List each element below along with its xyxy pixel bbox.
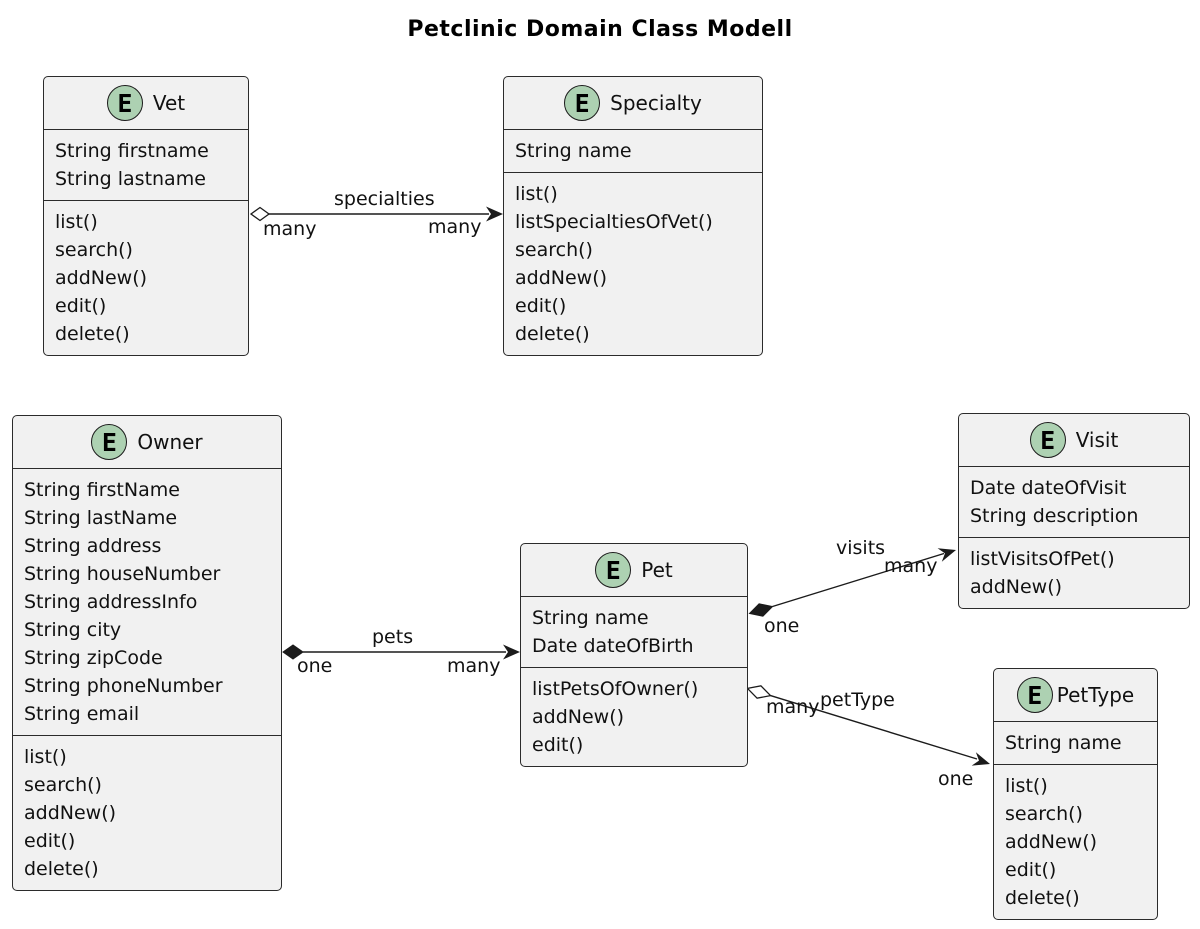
entity-spot-icon: E xyxy=(595,552,632,588)
member-line: addNew() xyxy=(24,802,117,824)
member-line: edit() xyxy=(532,734,584,756)
cardinality-pet-side-visits: one xyxy=(764,615,800,637)
diagram-title: Petclinic Domain Class Modell xyxy=(407,17,793,42)
entity-spot-icon: E xyxy=(91,424,128,460)
member-line: String name xyxy=(532,607,649,629)
methods-section: list() search() addNew() edit() delete() xyxy=(44,200,248,355)
member-line: String city xyxy=(24,619,122,641)
member-line: search() xyxy=(1005,803,1083,825)
member-line: String lastname xyxy=(55,168,206,190)
member-line: String phoneNumber xyxy=(24,675,223,697)
class-name: Specialty xyxy=(610,91,702,115)
arrowhead-icon xyxy=(971,752,990,766)
member-line: String addressInfo xyxy=(24,591,198,613)
member-line: edit() xyxy=(55,295,107,317)
class-name: Pet xyxy=(641,558,673,582)
member-line: delete() xyxy=(515,323,590,345)
class-pettype[interactable]: E PetType String name list() search() addN… xyxy=(993,668,1158,920)
class-header: E Specialty xyxy=(504,77,762,129)
member-line: String address xyxy=(24,535,162,557)
methods-section: listPetsOfOwner() addNew() edit() xyxy=(521,667,747,766)
cardinality-visit-side: many xyxy=(884,555,938,577)
member-line: addNew() xyxy=(532,706,625,728)
member-line: String name xyxy=(1005,732,1122,754)
class-header: E Owner xyxy=(13,416,281,468)
methods-section: list() search() addNew() edit() delete() xyxy=(13,735,281,890)
edge-label-pettype: petType xyxy=(820,689,895,711)
methods-section: listVisitsOfPet() addNew() xyxy=(959,537,1189,608)
member-line: String name xyxy=(515,140,632,162)
member-line: Date dateOfBirth xyxy=(532,635,694,657)
member-line: Date dateOfVisit xyxy=(970,477,1127,499)
member-line: edit() xyxy=(1005,859,1057,881)
member-line: edit() xyxy=(24,830,76,852)
cardinality-specialty-side: many xyxy=(428,216,482,238)
member-line: listSpecialtiesOfVet() xyxy=(515,211,713,233)
member-line: list() xyxy=(515,183,558,205)
class-name: PetType xyxy=(1056,683,1135,707)
member-line: edit() xyxy=(515,295,567,317)
arrowhead-icon xyxy=(503,644,520,660)
member-line: addNew() xyxy=(970,576,1063,598)
cardinality-owner-side: one xyxy=(297,655,333,677)
member-line: delete() xyxy=(55,323,130,345)
class-specialty[interactable]: E Specialty String name list() listSpecia… xyxy=(503,76,763,356)
member-line: delete() xyxy=(24,858,99,880)
member-line: listVisitsOfPet() xyxy=(970,548,1115,570)
member-line: String email xyxy=(24,703,140,725)
class-header: E Vet xyxy=(44,77,248,129)
member-line: String houseNumber xyxy=(24,563,221,585)
member-line: search() xyxy=(55,239,133,261)
cardinality-pet-side-pettype: many xyxy=(766,696,820,718)
class-name: Owner xyxy=(137,430,203,454)
entity-spot-icon: E xyxy=(1029,422,1066,458)
class-name: Visit xyxy=(1075,428,1119,452)
member-line: list() xyxy=(55,211,98,233)
member-line: list() xyxy=(24,746,67,768)
attributes-section: String name xyxy=(994,721,1157,764)
methods-section: list() listSpecialtiesOfVet() search() addN… xyxy=(504,172,762,355)
attributes-section: String name xyxy=(504,129,762,172)
class-name: Vet xyxy=(152,91,186,115)
member-line: listPetsOfOwner() xyxy=(532,678,699,700)
edge-label-specialties: specialties xyxy=(334,188,435,210)
member-line: String lastName xyxy=(24,507,178,529)
entity-spot-icon: E xyxy=(106,85,143,121)
edge-label-pets: pets xyxy=(372,626,414,648)
entity-spot-icon: E xyxy=(564,85,601,121)
member-line: addNew() xyxy=(55,267,148,289)
member-line: addNew() xyxy=(515,267,608,289)
member-line: delete() xyxy=(1005,887,1080,909)
class-header: E Pet xyxy=(521,544,747,596)
edge-label-visits: visits xyxy=(836,537,886,559)
methods-section: list() search() addNew() edit() delete() xyxy=(994,764,1157,919)
member-line: search() xyxy=(24,774,102,796)
class-header: E PetType xyxy=(994,669,1157,721)
member-line: addNew() xyxy=(1005,831,1098,853)
cardinality-vet-side: many xyxy=(263,218,317,240)
arrowhead-icon xyxy=(937,548,956,562)
cardinality-pet-side: many xyxy=(447,655,501,677)
arrowhead-icon xyxy=(486,206,503,222)
member-line: String firstName xyxy=(24,479,180,501)
cardinality-pettype-side: one xyxy=(938,768,974,790)
member-line: String zipCode xyxy=(24,647,163,669)
class-header: E Visit xyxy=(959,414,1189,466)
member-line: String firstname xyxy=(55,140,209,162)
member-line: search() xyxy=(515,239,593,261)
member-line: String description xyxy=(970,505,1139,527)
member-line: list() xyxy=(1005,775,1048,797)
entity-spot-icon: E xyxy=(1016,677,1053,713)
